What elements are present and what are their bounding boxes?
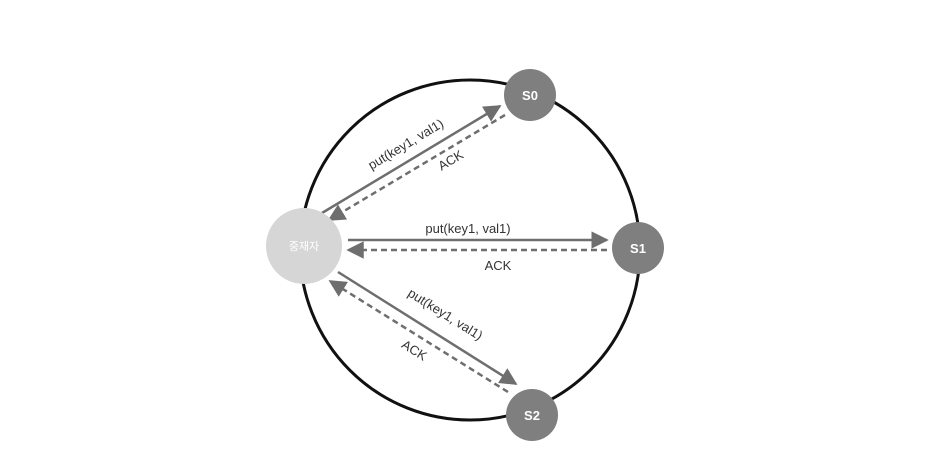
- ack-label-s2: ACK: [399, 337, 430, 364]
- coordinator-label: 중재자: [289, 240, 319, 253]
- server-node-s2: S2: [506, 389, 558, 441]
- server-label-s0: S0: [522, 88, 538, 103]
- put-arrow-to-s2: [337, 270, 518, 386]
- server-node-s1: S1: [612, 222, 664, 274]
- server-label-s1: S1: [630, 241, 646, 256]
- coordinator-node: 중재자: [266, 208, 342, 284]
- put-label-s1: put(key1, val1): [425, 221, 510, 236]
- put-label-s2: put(key1, val1): [405, 285, 485, 343]
- server-node-s0: S0: [504, 69, 556, 121]
- put-arrow-to-s0: [321, 104, 502, 215]
- server-label-s2: S2: [524, 408, 540, 423]
- ack-arrow-from-s0: [327, 113, 506, 222]
- ack-label-s0: ACK: [435, 147, 466, 174]
- ack-arrow-from-s2: [328, 279, 509, 394]
- ack-label-s1: ACK: [485, 258, 512, 273]
